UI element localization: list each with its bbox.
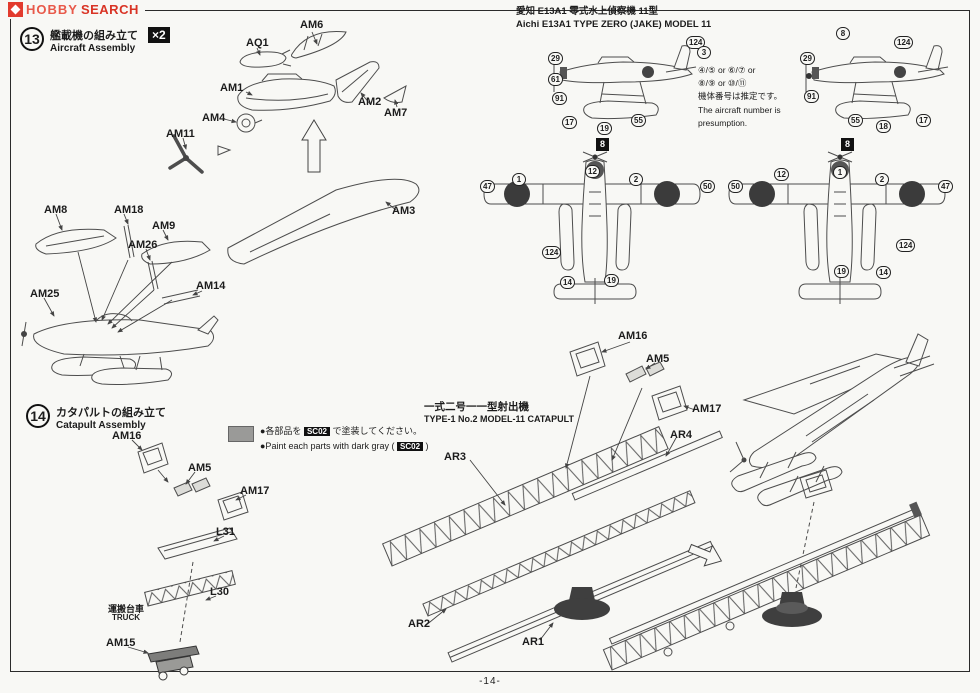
catapult-title-jp: 一式二号一一型射出機 bbox=[424, 401, 529, 413]
paint-code-badge: SC02 bbox=[397, 442, 424, 452]
page-number: -14- bbox=[479, 676, 501, 687]
callout-8: 8 bbox=[836, 27, 850, 40]
callout-1: 1 bbox=[833, 166, 847, 179]
part-label-am3: AM3 bbox=[392, 205, 416, 217]
aircraft-title-en: Aichi E13A1 TYPE ZERO (JAKE) MODEL 11 bbox=[516, 18, 712, 30]
part-label-l31: L31 bbox=[216, 526, 235, 538]
callout-47: 47 bbox=[480, 180, 495, 193]
part-label-am17: AM17 bbox=[692, 403, 722, 415]
paint-note: ●各部品を SC02 で塗装してください。 ●Paint each parts … bbox=[228, 424, 429, 455]
catapult-small-parts-drawing bbox=[127, 439, 249, 681]
part-label-am16: AM16 bbox=[618, 330, 648, 342]
callout-12: 12 bbox=[585, 165, 600, 178]
part-label-am2: AM2 bbox=[358, 96, 382, 108]
assembled-aircraft-drawing bbox=[729, 333, 935, 589]
part-label-am5: AM5 bbox=[188, 462, 212, 474]
part-label-am7: AM7 bbox=[384, 107, 408, 119]
logo-text-search: SEARCH bbox=[80, 2, 139, 17]
callout-17: 17 bbox=[916, 114, 931, 127]
part-label-l30: L30 bbox=[210, 586, 229, 598]
callout-19: 19 bbox=[597, 122, 612, 135]
paint-code-badge: SC02 bbox=[303, 427, 330, 436]
callout-19: 19 bbox=[834, 265, 849, 278]
aircraft-title-jp: 愛知 E13A1 零式水上偵察機 11型 bbox=[516, 6, 659, 17]
callout-29: 29 bbox=[800, 52, 815, 65]
callout-124: 124 bbox=[896, 239, 916, 252]
step-13-number: 13 bbox=[20, 27, 44, 51]
part-label-ar3: AR3 bbox=[444, 451, 467, 463]
decal-option-note: ④/⑤ or ⑥/⑦ or ⑧/⑨ or ⑩/⑪ 機体番号は推定です。 The … bbox=[698, 65, 783, 128]
part-label-am9: AM9 bbox=[152, 220, 176, 232]
callout-19: 19 bbox=[604, 274, 619, 287]
callout-50: 50 bbox=[728, 180, 743, 193]
part-label-am17: AM17 bbox=[240, 485, 270, 497]
step-13-header: 13 艦載機の組み立て Aircraft Assembly bbox=[20, 27, 138, 54]
callout-2: 2 bbox=[875, 173, 889, 186]
aircraft-title: 愛知 E13A1 零式水上偵察機 11型 Aichi E13A1 TYPE ZE… bbox=[516, 6, 711, 32]
part-label-am16: AM16 bbox=[112, 430, 142, 442]
paint-note-en: ●Paint each parts with dark gray ( SC02 … bbox=[260, 441, 429, 452]
badge-8: 8 bbox=[841, 138, 854, 151]
step-14-title-jp: カタパルトの組み立て bbox=[56, 407, 166, 419]
callout-3: 3 bbox=[697, 46, 711, 59]
part-label-am4: AM4 bbox=[202, 112, 226, 124]
callout-1: 1 bbox=[512, 173, 526, 186]
part-label-am1: AM1 bbox=[220, 82, 244, 94]
truck-label-en: TRUCK bbox=[112, 613, 140, 622]
part-label-am8: AM8 bbox=[44, 204, 68, 216]
part-label-am11: AM11 bbox=[166, 128, 195, 140]
callout-124: 124 bbox=[686, 36, 706, 49]
catapult-title: 一式二号一一型射出機 TYPE-1 No.2 MODEL-11 CATAPULT bbox=[424, 399, 574, 424]
dark-gray-swatch bbox=[228, 426, 254, 442]
callout-124: 124 bbox=[542, 246, 562, 259]
catapult-rails-drawing bbox=[381, 341, 723, 663]
callout-18: 18 bbox=[876, 120, 891, 133]
part-label-am14: AM14 bbox=[196, 280, 226, 292]
part-label-ar2: AR2 bbox=[408, 618, 431, 630]
step-14-header: 14 カタパルトの組み立て Catapult Assembly bbox=[26, 404, 166, 431]
quantity-badge: ×2 bbox=[148, 27, 170, 43]
callout-91: 91 bbox=[804, 90, 819, 103]
paint-note-jp: ●各部品を SC02 で塗装してください。 bbox=[260, 426, 422, 436]
step-14-title-en: Catapult Assembly bbox=[56, 420, 146, 431]
part-label-am15: AM15 bbox=[106, 637, 136, 649]
part-label-am5: AM5 bbox=[646, 353, 670, 365]
catapult-title-en: TYPE-1 No.2 MODEL-11 CATAPULT bbox=[424, 414, 575, 424]
callout-14: 14 bbox=[560, 276, 575, 289]
callout-50: 50 bbox=[700, 180, 715, 193]
step-13-title-jp: 艦載機の組み立て bbox=[50, 30, 138, 42]
hobby-search-logo: HOBBY SEARCH bbox=[6, 2, 145, 19]
callout-91: 91 bbox=[552, 92, 567, 105]
aircraft-exploded-drawing bbox=[21, 30, 420, 385]
callout-14: 14 bbox=[876, 266, 891, 279]
callout-12: 12 bbox=[774, 168, 789, 181]
callout-17: 17 bbox=[562, 116, 577, 129]
part-label-ar1: AR1 bbox=[522, 636, 545, 648]
callout-29: 29 bbox=[548, 52, 563, 65]
part-label-ar4: AR4 bbox=[670, 429, 693, 441]
step-14-number: 14 bbox=[26, 404, 50, 428]
callout-55: 55 bbox=[848, 114, 863, 127]
logo-icon bbox=[8, 2, 23, 17]
callout-2: 2 bbox=[629, 173, 643, 186]
part-label-aq1: AQ1 bbox=[246, 37, 269, 49]
callout-47: 47 bbox=[938, 180, 953, 193]
part-label-am26: AM26 bbox=[128, 239, 158, 251]
callout-124: 124 bbox=[894, 36, 914, 49]
part-label-am25: AM25 bbox=[30, 288, 60, 300]
step-13-title-en: Aircraft Assembly bbox=[50, 43, 136, 54]
badge-8: 8 bbox=[596, 138, 609, 151]
assembled-catapult-drawing bbox=[602, 501, 931, 671]
callout-61: 61 bbox=[548, 73, 563, 86]
logo-text-hobby: HOBBY bbox=[26, 2, 78, 17]
callout-55: 55 bbox=[631, 114, 646, 127]
truck-label-jp: 運搬台車 bbox=[108, 604, 145, 614]
part-label-am6: AM6 bbox=[300, 19, 324, 31]
part-label-am18: AM18 bbox=[114, 204, 144, 216]
